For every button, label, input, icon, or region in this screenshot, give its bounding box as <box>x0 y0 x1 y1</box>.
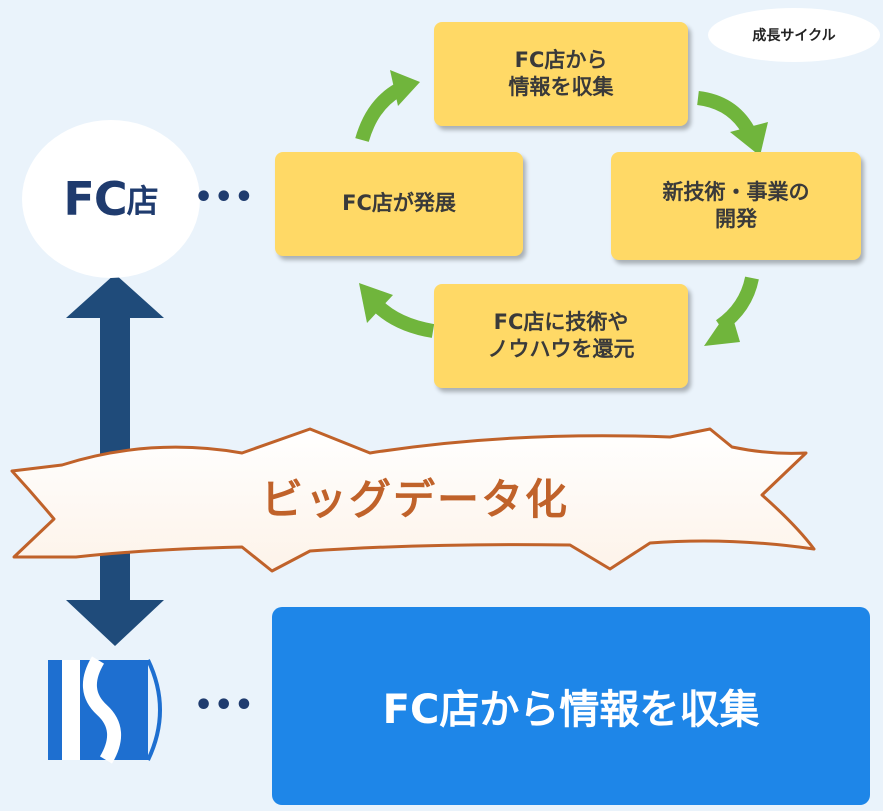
growth-cycle-badge: 成長サイクル <box>708 8 880 62</box>
company-collect-info-box: FC店から情報を収集 <box>272 607 870 805</box>
cycle-box-collect-info: FC店から 情報を収集 <box>434 22 688 126</box>
cycle-arrow-top-right <box>696 91 768 156</box>
company-ellipsis: ••• <box>194 688 255 723</box>
cycle-box-fc-grows: FC店が発展 <box>275 152 523 256</box>
cycle-arrow-top-left <box>355 70 420 143</box>
fc-store-label: 店 <box>126 182 159 220</box>
cycle-arrow-bottom-left <box>359 283 435 338</box>
cycle-box-return-knowhow: FC店に技術や ノウハウを還元 <box>434 284 688 388</box>
company-logo-icon <box>48 656 162 764</box>
cycle-box-develop: 新技術・事業の 開発 <box>611 152 861 260</box>
big-data-banner <box>10 427 816 573</box>
big-data-text: ビッグデータ化 <box>260 474 569 524</box>
fc-ellipsis: ••• <box>194 180 255 215</box>
fc-label: FC <box>63 172 127 226</box>
cycle-arrow-bottom-right <box>704 276 759 346</box>
